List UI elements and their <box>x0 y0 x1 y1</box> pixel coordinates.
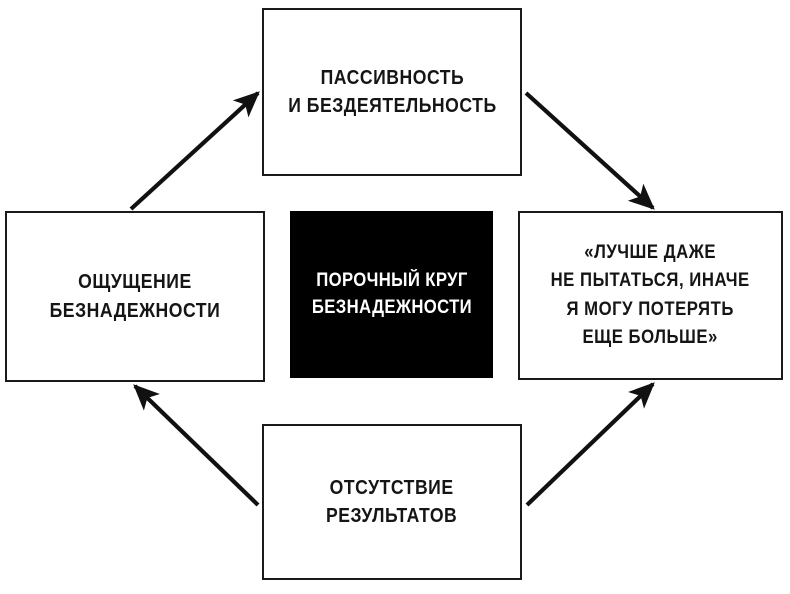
arrow-top-to-right <box>524 91 655 210</box>
node-vicious-cycle-center-label: ПОРОЧНЫЙ КРУГ БЕЗНАДЕЖНОСТИ <box>311 269 472 318</box>
arrow-bottom-to-left <box>133 384 260 507</box>
node-avoidance-thought[interactable]: «ЛУЧШЕ ДАЖЕ НЕ ПЫТАТЬСЯ, ИНАЧЕ Я МОГУ ПО… <box>518 211 783 380</box>
node-avoidance-thought-label: «ЛУЧШЕ ДАЖЕ НЕ ПЫТАТЬСЯ, ИНАЧЕ Я МОГУ ПО… <box>550 241 751 349</box>
node-passivity-label: ПАССИВНОСТЬ И БЕЗДЕЯТЕЛЬНОСТЬ <box>287 66 497 117</box>
node-hopelessness-feeling[interactable]: ОЩУЩЕНИЕ БЕЗНАДЕЖНОСТИ <box>5 211 265 382</box>
arrow-bottom-to-right <box>525 382 655 507</box>
node-hopelessness-feeling-label: ОЩУЩЕНИЕ БЕЗНАДЕЖНОСТИ <box>49 271 221 322</box>
node-lack-of-results[interactable]: ОТСУТСТВИЕ РЕЗУЛЬТАТОВ <box>262 424 522 580</box>
node-lack-of-results-label: ОТСУТСТВИЕ РЕЗУЛЬТАТОВ <box>326 476 458 527</box>
node-passivity[interactable]: ПАССИВНОСТЬ И БЕЗДЕЯТЕЛЬНОСТЬ <box>262 8 522 176</box>
node-vicious-cycle-center[interactable]: ПОРОЧНЫЙ КРУГ БЕЗНАДЕЖНОСТИ <box>290 211 493 378</box>
arrow-left-to-top <box>129 91 260 211</box>
